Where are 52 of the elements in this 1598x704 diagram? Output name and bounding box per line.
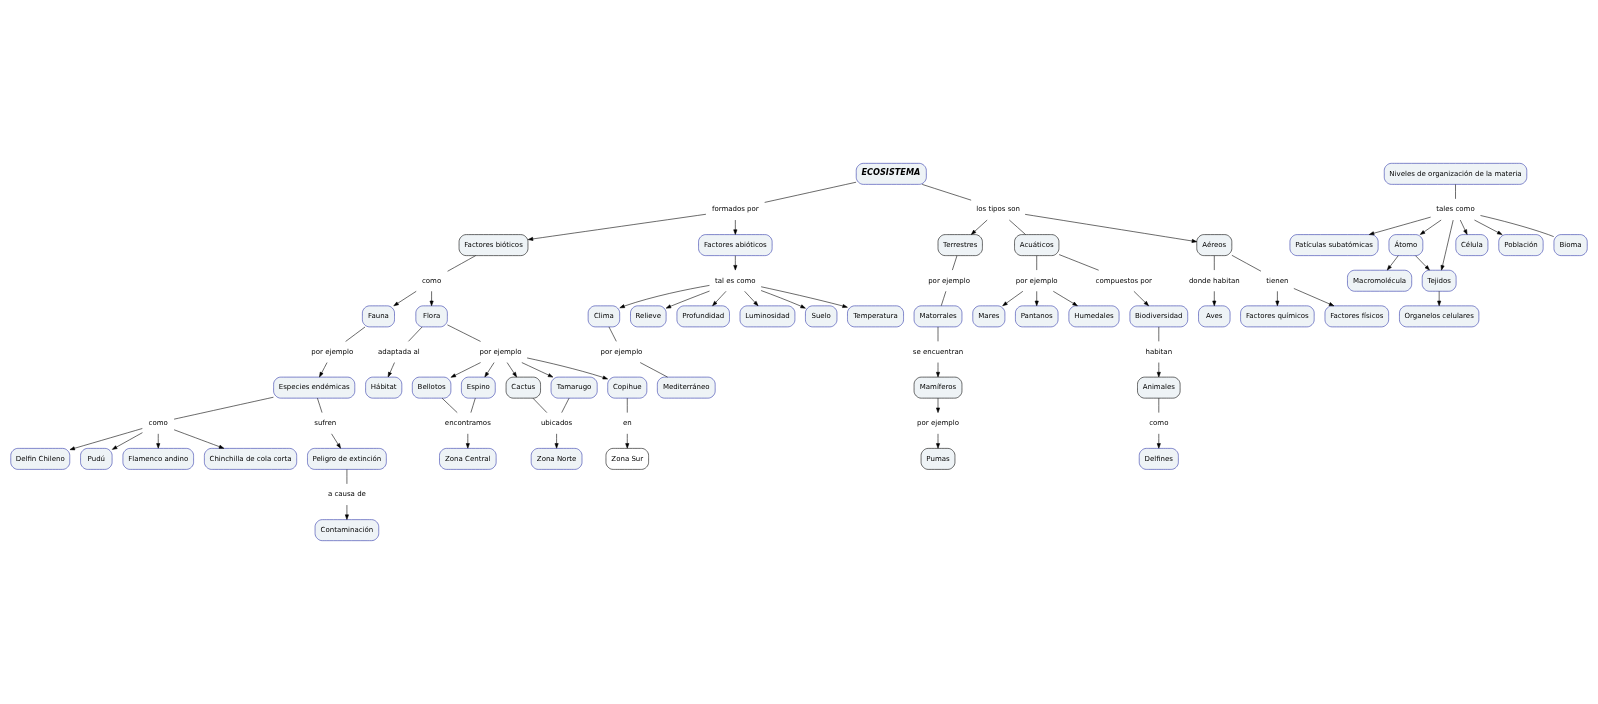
arrow xyxy=(484,362,495,378)
arrow xyxy=(625,433,630,449)
arrow xyxy=(331,433,341,449)
arrow xyxy=(665,290,710,309)
arrow xyxy=(1275,291,1280,306)
arrow xyxy=(521,362,554,378)
arrow xyxy=(760,290,806,309)
connector xyxy=(447,255,476,272)
arrow xyxy=(393,291,417,307)
arrow xyxy=(1440,219,1454,271)
arrow xyxy=(1387,255,1399,271)
arrow xyxy=(506,362,517,378)
arrow xyxy=(936,397,940,413)
arrow xyxy=(1024,214,1198,243)
arrow xyxy=(112,432,143,450)
arrow xyxy=(1034,291,1039,306)
arrow xyxy=(344,504,349,520)
arrow xyxy=(173,429,225,449)
node-box: ECOSISTEMA xyxy=(855,163,927,185)
arrow xyxy=(936,362,940,378)
arrow xyxy=(1212,291,1217,306)
arrow xyxy=(429,291,434,306)
arrow xyxy=(387,362,395,378)
arrow xyxy=(712,291,727,306)
arrow xyxy=(526,357,608,380)
arrow xyxy=(733,219,738,235)
arrow xyxy=(319,362,328,378)
arrow xyxy=(1415,255,1430,271)
arrow xyxy=(1133,291,1149,306)
arrow xyxy=(1419,219,1442,235)
arrow xyxy=(1156,433,1161,449)
arrow xyxy=(465,433,470,449)
arrow xyxy=(936,433,940,449)
arrow xyxy=(527,213,707,241)
arrow xyxy=(450,362,481,378)
arrow xyxy=(554,433,559,449)
arrow xyxy=(1053,291,1078,307)
arrow xyxy=(760,286,848,308)
arrow xyxy=(1459,219,1468,235)
arrow xyxy=(1293,288,1335,307)
arrow xyxy=(1474,219,1503,235)
arrow xyxy=(733,255,738,271)
arrow xyxy=(1002,291,1024,307)
arrow xyxy=(156,433,161,449)
connector xyxy=(1009,219,1026,235)
arrow xyxy=(1437,291,1442,306)
arrow xyxy=(744,291,759,306)
arrow xyxy=(69,428,143,451)
arrow xyxy=(1156,362,1161,378)
arrow xyxy=(619,285,710,309)
arrow xyxy=(971,219,988,235)
arrow xyxy=(1368,216,1431,236)
